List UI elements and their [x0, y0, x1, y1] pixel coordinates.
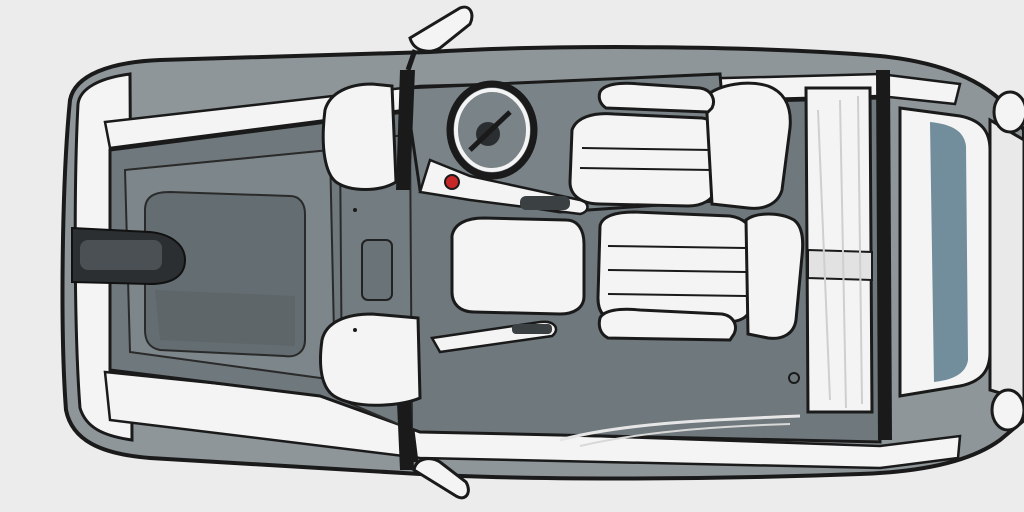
door-panel-front-upper: [321, 82, 398, 191]
windshield-glass: [930, 122, 968, 382]
steering-wheel-inner: [454, 88, 530, 172]
floor-rivet-2: [353, 328, 357, 332]
cargo-mat-texture: [155, 290, 295, 346]
mirror-lower-arm: [409, 429, 419, 463]
passenger-seat-stripe-3: [607, 293, 747, 297]
steering-wheel: [446, 80, 538, 180]
floor-scuff-2: [579, 423, 791, 447]
driver-seat-stripe-1: [581, 147, 713, 151]
b-pillar-frame: [876, 70, 892, 440]
headlight-lower: [990, 388, 1024, 432]
driver-seat-back: [704, 81, 792, 210]
floor-rivet-1: [353, 208, 357, 212]
passenger-seat-bench: [596, 210, 754, 324]
headlight-upper: [992, 90, 1024, 134]
mirror-upper: [408, 5, 474, 53]
divider-handle: [361, 239, 393, 301]
passenger-seat-stripe-1: [607, 245, 747, 249]
driver-seat-cushion: [568, 112, 722, 208]
passenger-seat-back: [744, 212, 805, 340]
rear-latch-handle: [80, 240, 162, 270]
door-panel-front-lower: [319, 312, 422, 407]
driver-seat-stripe-2: [579, 167, 713, 171]
console-switch: [520, 196, 570, 210]
rear-bench-seam: [807, 248, 873, 282]
floor-scuff: [559, 414, 801, 442]
floor-hook: [788, 372, 800, 384]
passenger-seat-stripe-2: [607, 269, 747, 273]
mirror-upper-arm: [405, 49, 418, 71]
passenger-armrest: [597, 307, 737, 342]
rear-bench-lines: [817, 95, 863, 409]
hood-edge: [988, 117, 1024, 402]
red-indicator-light: [444, 174, 460, 190]
mirror-lower: [412, 457, 470, 500]
passenger-seat-cushion: [450, 216, 586, 316]
steering-spoke: [468, 110, 512, 152]
center-console-slot: [512, 324, 552, 334]
driver-headrest: [597, 81, 715, 114]
a-pillar-top: [396, 70, 415, 190]
